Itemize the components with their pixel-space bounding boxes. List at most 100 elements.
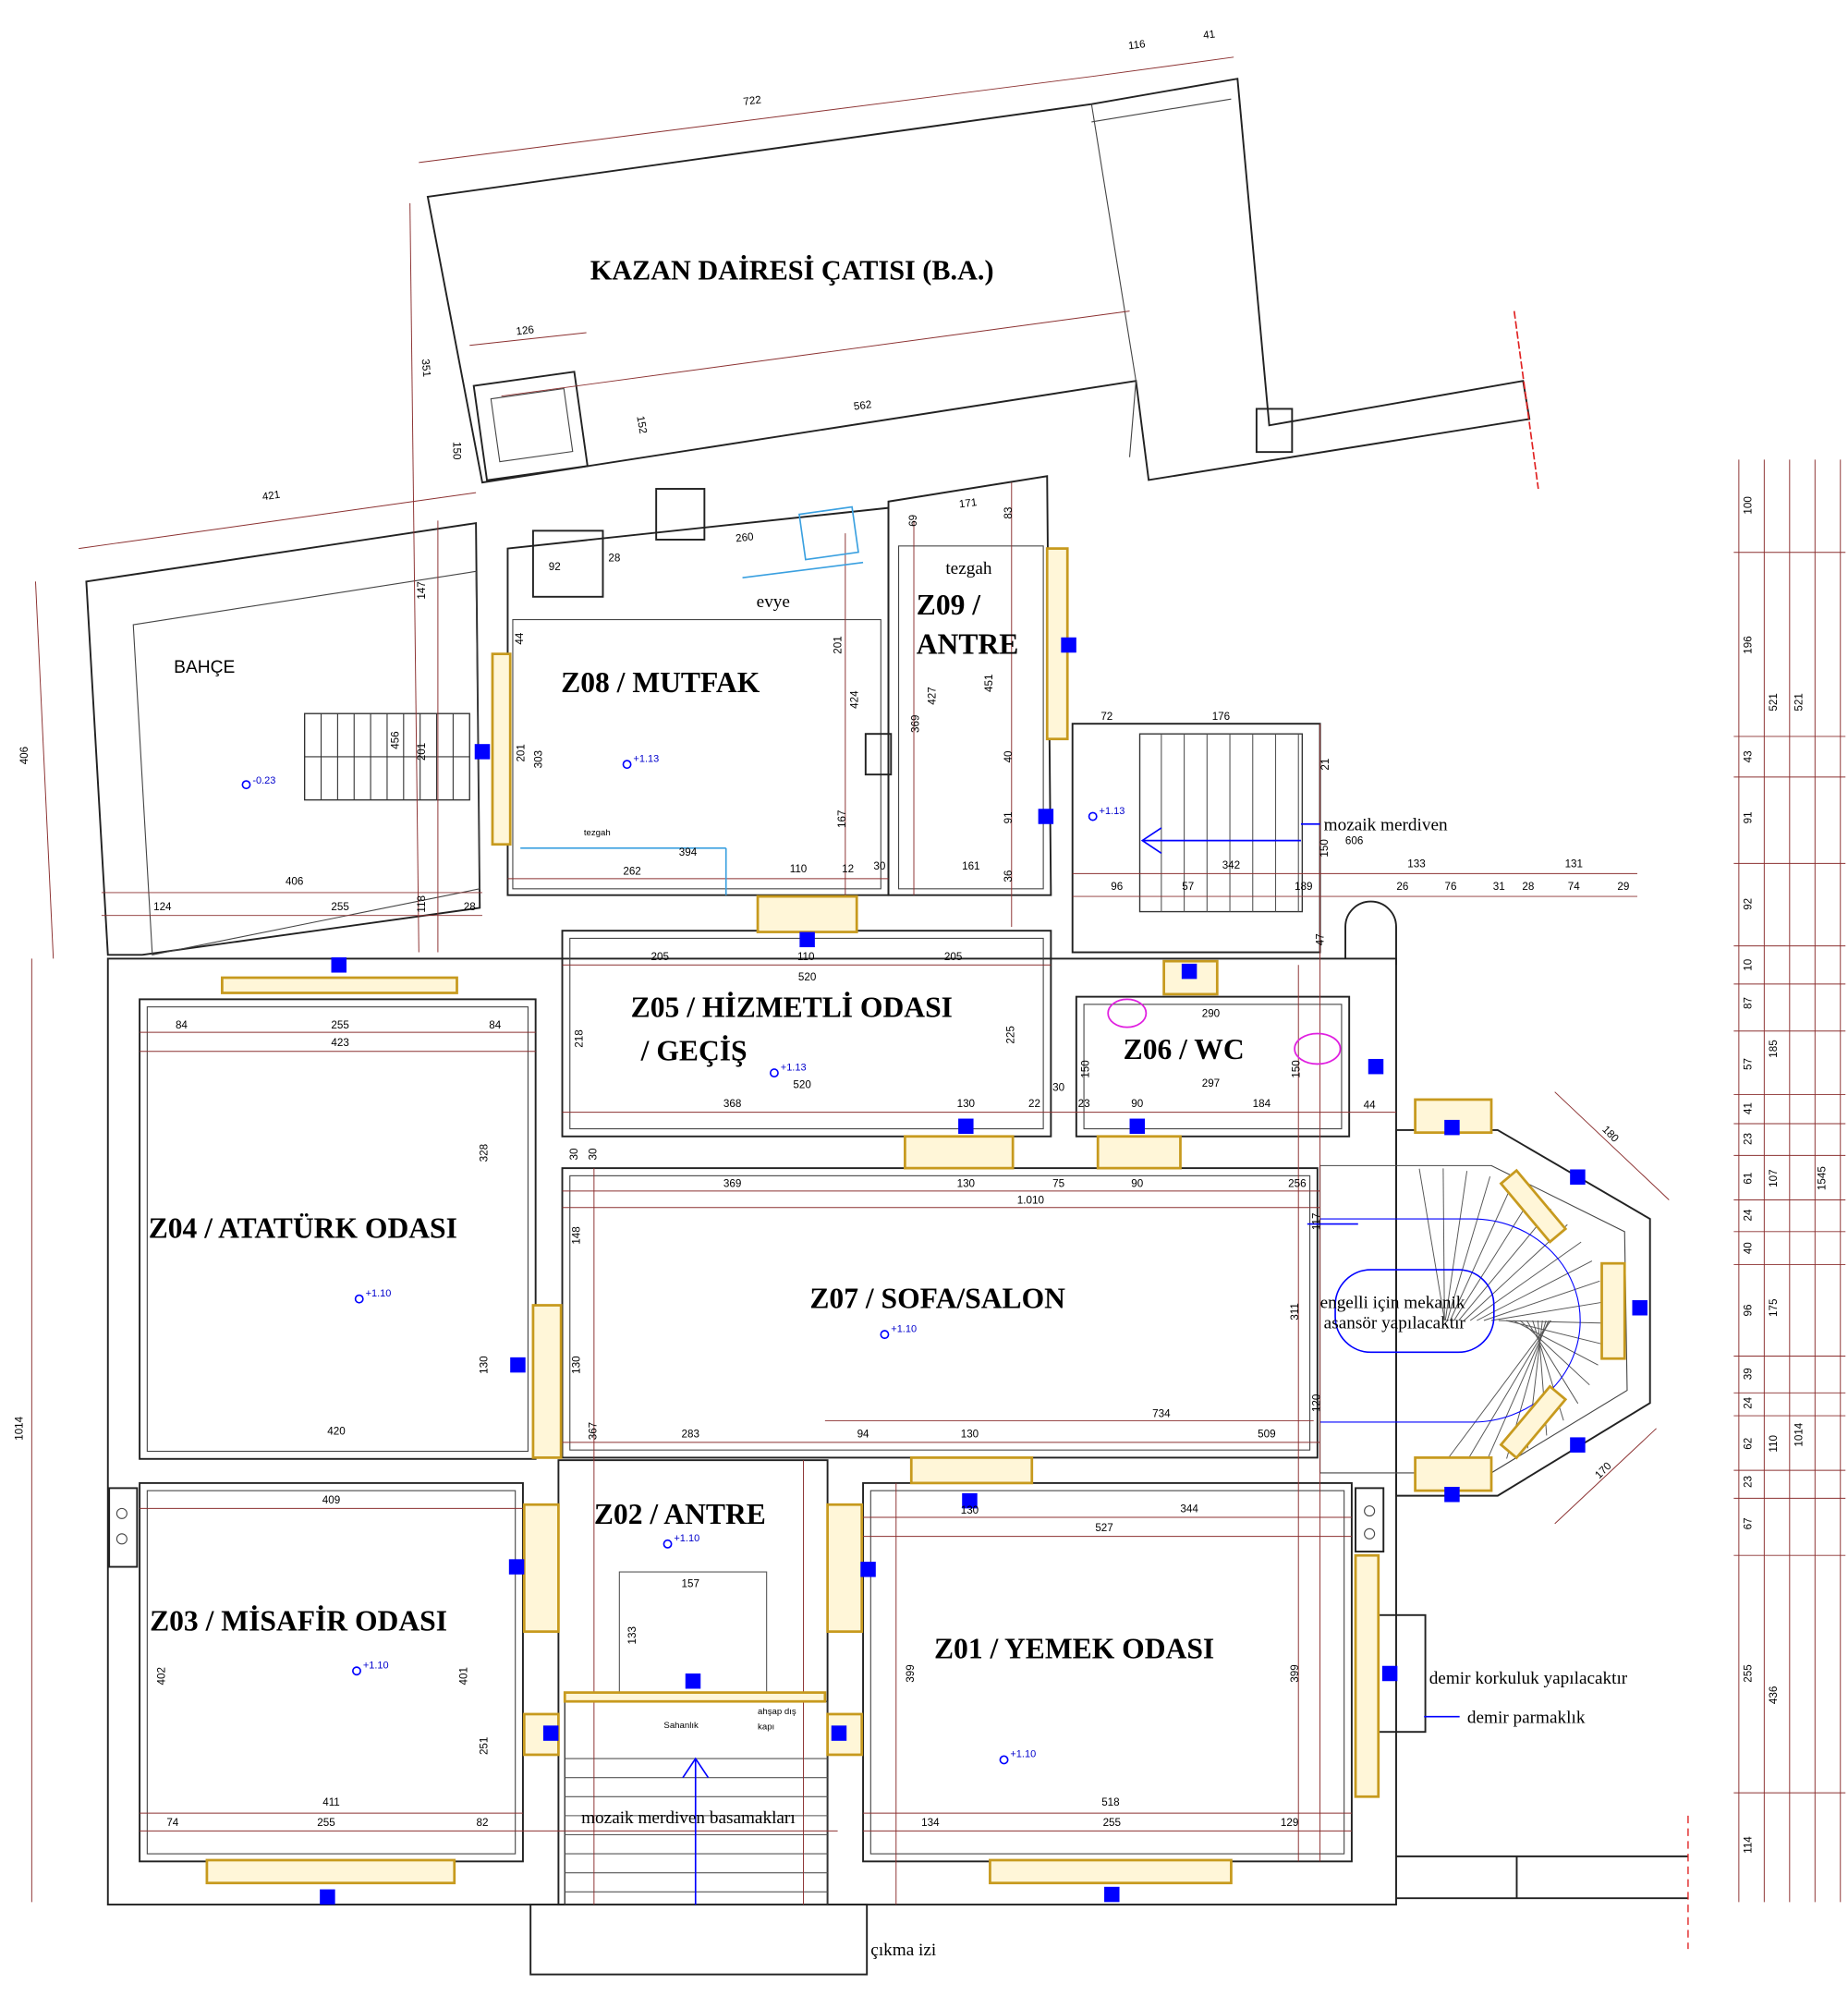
note-tezgah-small: tezgah (584, 828, 611, 838)
dimension-label: 399 (1289, 1664, 1301, 1682)
toilet-icon (1294, 1032, 1342, 1065)
dimension-label: 367 (588, 1422, 600, 1440)
dimension-label: 399 (905, 1664, 917, 1682)
dimension-label: 57 (1743, 1058, 1755, 1070)
window (909, 1456, 1034, 1485)
dimension-label: 521 (1768, 693, 1780, 711)
window (1499, 1168, 1568, 1244)
room-label-z04: Z04 / ATATÜRK ODASI (149, 1212, 457, 1245)
dimension-label: 96 (1743, 1305, 1755, 1317)
dimension-label: 185 (1768, 1040, 1780, 1057)
elevator-outline (1334, 1269, 1495, 1354)
dimension-label: 562 (853, 398, 872, 412)
dimension-label: 120 (1311, 1394, 1323, 1412)
walls (85, 78, 1689, 1976)
dimension-label: 41 (1202, 29, 1215, 42)
window-marker-icon (331, 957, 346, 973)
z06-outline (1075, 995, 1351, 1138)
room-label-bahce: BAHÇE (174, 658, 235, 677)
level-mark-z04: +1.10 (354, 1288, 391, 1304)
stair-tread (1444, 1171, 1468, 1321)
window (756, 895, 858, 933)
stair-tread (1477, 1260, 1593, 1321)
dimension-label: 110 (790, 863, 808, 875)
dimension-label: 255 (331, 901, 348, 913)
window-marker-icon (685, 1673, 701, 1689)
dimension-label: 44 (1364, 1100, 1376, 1112)
sink-icon (798, 505, 859, 561)
dimension-label: 518 (1101, 1796, 1119, 1808)
dimension-label: 427 (926, 687, 938, 704)
fixtures (520, 505, 1495, 1905)
dimension-label: 133 (626, 1626, 638, 1644)
dimension-label: 117 (1311, 1213, 1323, 1231)
stair-tread (1483, 1320, 1550, 1467)
dimension-label: 61 (1743, 1173, 1755, 1185)
dimension-label: 451 (983, 675, 995, 692)
level-mark-z03: +1.10 (352, 1660, 389, 1676)
dimension-label: 10 (1743, 958, 1755, 970)
dimension-label: 22 (1028, 1098, 1040, 1110)
dimension-label: 116 (1127, 38, 1146, 52)
dimension-label: 130 (961, 1504, 979, 1516)
kazan-roof-outline (426, 78, 1531, 484)
stair-tread (1526, 1320, 1579, 1405)
window-marker-icon (799, 931, 815, 948)
dimension-label: 424 (849, 690, 861, 709)
room-label-z06: Z06 / WC (1124, 1033, 1245, 1065)
window (1414, 1456, 1493, 1492)
window-marker-icon (1570, 1169, 1586, 1185)
dimension-label: 130 (957, 1178, 976, 1190)
dimension-label: 40 (1743, 1242, 1755, 1254)
dimension-label: 342 (1222, 859, 1240, 871)
window-marker-icon (508, 1559, 525, 1575)
dimension-label: 21 (1319, 759, 1331, 771)
stairs (303, 712, 1606, 1905)
room-label-z05: Z05 / HİZMETLİ ODASI (631, 992, 953, 1024)
dimension-label: 30 (1052, 1081, 1064, 1093)
room-label-z01: Z01 / YEMEK ODASI (934, 1632, 1214, 1664)
window (221, 976, 458, 994)
window-marker-icon (474, 744, 491, 760)
dimension-label: 124 (153, 901, 172, 913)
dimension-label: 509 (1258, 1428, 1275, 1440)
dimension-label: 205 (944, 951, 962, 963)
note-cikma-izi: çıkma izi (870, 1941, 936, 1960)
note-mozaik-merdiven: mozaik merdiven (1324, 816, 1448, 835)
dimension-label: 91 (1003, 811, 1015, 823)
stair-tread (1453, 1195, 1533, 1321)
dimension-label: 436 (1768, 1686, 1780, 1704)
dimension-label: 107 (1768, 1169, 1780, 1187)
level-mark-z08: +1.13 (622, 753, 659, 770)
stair-tread (1483, 1280, 1600, 1321)
dimension-label: 260 (735, 530, 754, 544)
note-elevator-2: asansör yapılacaktır (1324, 1313, 1466, 1333)
level-mark-bahce: -0.23 (241, 775, 275, 790)
dimension-label: 75 (1052, 1178, 1064, 1190)
dimension-label: 196 (1743, 636, 1755, 653)
dimension-label: 126 (516, 323, 535, 337)
dimension-label: 44 (514, 632, 526, 644)
dimension-label: 30 (588, 1148, 600, 1160)
room-label-z02: Z02 / ANTRE (594, 1498, 766, 1530)
dimension-label: 311 (1289, 1303, 1301, 1321)
dimension-label: 23 (1743, 1476, 1755, 1488)
dimension-label: 167 (836, 810, 848, 828)
room-label-z03: Z03 / MİSAFİR ODASI (150, 1604, 447, 1637)
window (1600, 1261, 1626, 1360)
dimension-label: 527 (1095, 1522, 1112, 1534)
dimension-label: 297 (1202, 1077, 1220, 1089)
dimension-label: 1014 (1793, 1422, 1805, 1446)
window-marker-icon (320, 1889, 335, 1905)
dimension-label: 150 (1291, 1060, 1303, 1078)
dimension-label: 83 (1003, 507, 1015, 519)
dimension-label: 303 (533, 750, 545, 768)
dimension-label: 130 (957, 1098, 976, 1110)
dimension-label: 118 (416, 895, 428, 913)
dimension-label: 47 (1315, 933, 1327, 945)
window-marker-icon (860, 1562, 876, 1577)
annotations: tezgah evye tezgah mozaik merdiven engel… (581, 559, 1628, 1960)
window-marker-icon (1444, 1487, 1460, 1503)
window-marker-icon (1570, 1437, 1586, 1453)
